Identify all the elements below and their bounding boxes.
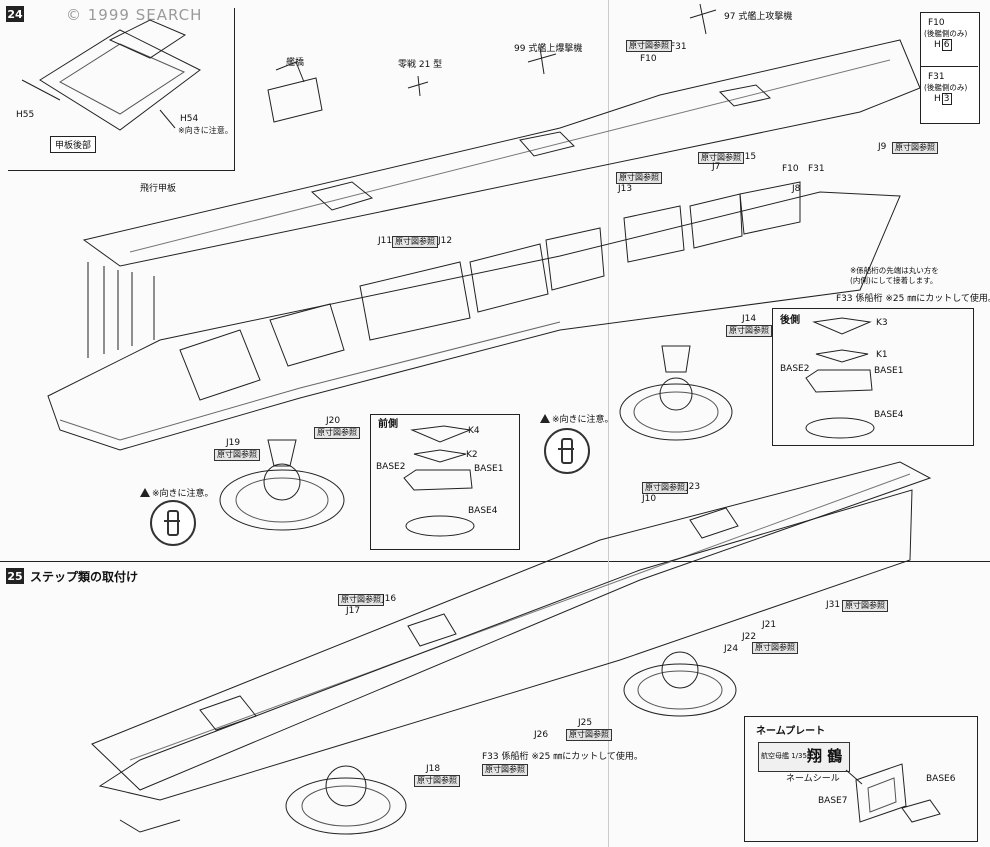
label-j25: J25 bbox=[578, 718, 593, 728]
step-24-badge: 24 bbox=[6, 6, 24, 22]
label-front-base4: BASE4 bbox=[468, 506, 498, 516]
label-j20: J20 bbox=[326, 416, 341, 426]
label-j9: J9 bbox=[878, 142, 887, 152]
label-rear-base2: BASE2 bbox=[780, 364, 810, 374]
label-j17: J17 bbox=[346, 606, 361, 616]
rear-stand-title: 後側 bbox=[780, 315, 800, 326]
label-rear-base4: BASE4 bbox=[874, 410, 904, 420]
ref-tag-j11: 原寸図参照 bbox=[392, 236, 438, 248]
ref-tag-j10: 原寸図参照 bbox=[642, 482, 688, 494]
label-f10-top: F10 bbox=[640, 54, 657, 64]
label-j7: J7 bbox=[712, 162, 721, 172]
orientation-mark-left bbox=[150, 500, 196, 546]
label-zero-fighter: 零戦 21 型 bbox=[398, 60, 443, 70]
ref-tag-j9: 原寸図参照 bbox=[892, 142, 938, 154]
orientation-mark-mid bbox=[544, 428, 590, 474]
label-k4: K4 bbox=[468, 426, 480, 436]
label-j8: J8 bbox=[792, 184, 801, 194]
nameplate-ship-name: 翔 鶴 bbox=[807, 747, 843, 765]
label-j13: J13 bbox=[618, 184, 633, 194]
warning-icon bbox=[140, 488, 150, 497]
label-j15: J15 bbox=[742, 152, 757, 162]
ref-tag-j14: 原寸図参照 bbox=[726, 325, 772, 337]
ref-tag-f33: 原寸図参照 bbox=[482, 764, 528, 776]
label-base7: BASE7 bbox=[818, 796, 848, 806]
rear-stand-box bbox=[772, 308, 974, 446]
section-divider bbox=[0, 561, 990, 562]
front-stand-box bbox=[370, 414, 520, 550]
label-base6: BASE6 bbox=[926, 774, 956, 784]
f10-f31-detail-box bbox=[920, 12, 980, 124]
label-j14: J14 bbox=[742, 314, 757, 324]
label-j21: J21 bbox=[762, 620, 777, 630]
label-k3: K3 bbox=[876, 318, 888, 328]
inset-warning: ※向きに注意。 bbox=[178, 126, 233, 135]
step-25-title: ステップ類の取付け bbox=[30, 570, 139, 584]
label-name-seal: ネームシール bbox=[786, 774, 840, 784]
label-front-base2: BASE2 bbox=[376, 462, 406, 472]
label-j11: J11 bbox=[378, 236, 393, 246]
label-f31-mid: F31 bbox=[808, 164, 825, 174]
warning-mid: ※向きに注意。 bbox=[540, 412, 614, 425]
label-f10-mid: F10 bbox=[782, 164, 799, 174]
warning-left: ※向きに注意。 bbox=[140, 486, 214, 499]
label-front-base1: BASE1 bbox=[474, 464, 504, 474]
label-j10: J10 bbox=[642, 494, 657, 504]
ref-tag-j20: 原寸図参照 bbox=[314, 427, 360, 439]
rear-deck-detail-inset bbox=[8, 8, 235, 171]
ref-tag-j18: 原寸図参照 bbox=[414, 775, 460, 787]
label-type97-attacker: 97 式艦上攻撃機 bbox=[724, 12, 793, 22]
inset-caption: 甲板後部 bbox=[50, 136, 97, 153]
sidebox-divider bbox=[920, 66, 978, 67]
label-j18: J18 bbox=[426, 764, 441, 774]
sidebox-f10-note: (後艦側のみ) bbox=[924, 29, 968, 38]
label-j23: J23 bbox=[686, 482, 701, 492]
label-f31-top: F31 bbox=[670, 42, 687, 52]
nameplate-title: ネームプレート bbox=[756, 726, 826, 737]
sidebox-f31: F31 bbox=[928, 72, 945, 82]
label-j19: J19 bbox=[226, 438, 241, 448]
sidebox-f10: F10 bbox=[928, 18, 945, 28]
ref-tag-j24: 原寸図参照 bbox=[752, 642, 798, 654]
note-right-1: ※係船桁の先端は丸い方を bbox=[850, 266, 939, 275]
label-j16: J16 bbox=[382, 594, 397, 604]
label-flight-deck: 飛行甲板 bbox=[140, 184, 177, 194]
label-k2: K2 bbox=[466, 450, 478, 460]
label-h55: H55 bbox=[16, 110, 35, 120]
ref-tag-j19: 原寸図参照 bbox=[214, 449, 260, 461]
label-k1: K1 bbox=[876, 350, 888, 360]
ref-tag-j13: 原寸図参照 bbox=[616, 172, 662, 184]
ref-tag-f31: 原寸図参照 bbox=[626, 40, 672, 52]
nameplate-sample: 航空母艦 1/350 翔 鶴 bbox=[758, 742, 850, 772]
ref-tag-j31: 原寸図参照 bbox=[842, 600, 888, 612]
label-j31: J31 bbox=[826, 600, 841, 610]
label-rear-base1: BASE1 bbox=[874, 366, 904, 376]
label-j22: J22 bbox=[742, 632, 757, 642]
warning-icon bbox=[540, 414, 550, 423]
label-type99-bomber: 99 式艦上爆撃機 bbox=[514, 44, 583, 54]
label-j26: J26 bbox=[534, 730, 549, 740]
note-right-2: (内側)にして接着します。 bbox=[850, 276, 938, 285]
ref-tag-j16: 原寸図参照 bbox=[338, 594, 384, 606]
label-h54: H54 bbox=[180, 114, 199, 124]
sidebox-f31-note: (後艦側のみ) bbox=[924, 83, 968, 92]
label-f33-step25: F33 係船桁 ※25 ㎜にカットして使用。 bbox=[482, 752, 643, 762]
ref-tag-j15: 原寸図参照 bbox=[698, 152, 744, 164]
label-j12: J12 bbox=[438, 236, 453, 246]
label-j24: J24 bbox=[724, 644, 739, 654]
label-f33-step24: F33 係船桁 ※25 ㎜にカットして使用。 bbox=[836, 294, 990, 304]
front-stand-title: 前側 bbox=[378, 419, 398, 430]
label-bridge: 艦橋 bbox=[286, 58, 305, 68]
ref-tag-j25: 原寸図参照 bbox=[566, 729, 612, 741]
step-25-badge: 25 bbox=[6, 568, 24, 584]
nameplate-scale: 航空母艦 1/350 bbox=[761, 752, 812, 760]
